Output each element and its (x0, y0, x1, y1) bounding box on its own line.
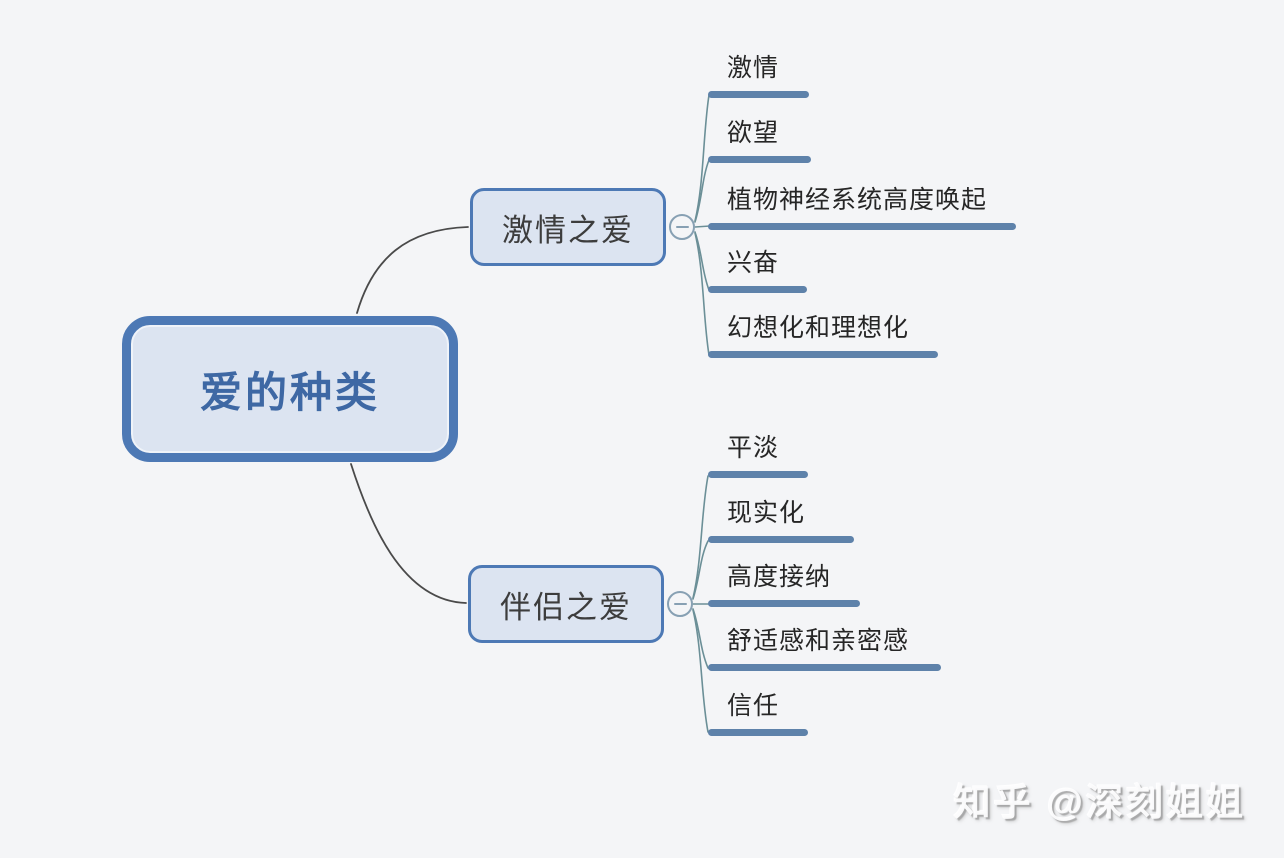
leaf-underline (708, 91, 809, 98)
leaf-node[interactable]: 兴奋 (708, 247, 807, 293)
leaf-underline (708, 351, 938, 358)
connector-branch1-leaf1 (692, 540, 709, 600)
leaf-label: 欲望 (727, 119, 780, 147)
connector-branch0-leaf0 (694, 94, 710, 222)
leaf-node[interactable]: 植物神经系统高度唤起 (708, 184, 1016, 230)
minus-icon (673, 603, 687, 605)
minus-icon (675, 226, 689, 228)
leaf-underline (708, 729, 808, 736)
zhihu-watermark: 知乎 @深刻姐姐 (953, 782, 1246, 823)
leaf-underline (708, 600, 860, 607)
connector-root-to-branch-1 (350, 463, 467, 604)
branch-node-label: 激情之爱 (502, 212, 634, 248)
root-node[interactable]: 爱的种类 (122, 316, 458, 462)
leaf-underline (708, 286, 807, 293)
leaf-label: 幻想化和理想化 (727, 314, 910, 342)
leaf-node[interactable]: 幻想化和理想化 (708, 312, 938, 358)
connector-root-to-branch-0 (356, 226, 469, 314)
leaf-label: 现实化 (727, 499, 806, 527)
leaf-node[interactable]: 平淡 (708, 432, 808, 478)
leaf-label: 信任 (727, 692, 780, 720)
leaf-node[interactable]: 现实化 (708, 497, 854, 543)
leaf-node[interactable]: 激情 (708, 52, 809, 98)
branch-node-companionate-love[interactable]: 伴侣之爱 (468, 565, 664, 643)
leaf-label: 激情 (727, 54, 780, 82)
leaf-label: 高度接纳 (727, 563, 832, 591)
leaf-node[interactable]: 欲望 (708, 117, 811, 163)
leaf-underline (708, 223, 1016, 230)
leaf-underline (708, 664, 941, 671)
connector-branch1-leaf3 (692, 608, 709, 669)
connector-branch0-leaf3 (694, 231, 710, 291)
leaf-label: 植物神经系统高度唤起 (727, 186, 988, 214)
connector-branch0-leaf1 (694, 159, 710, 223)
leaf-label: 兴奋 (727, 249, 780, 277)
collapse-toggle-branch-1[interactable] (667, 591, 693, 617)
branch-node-passionate-love[interactable]: 激情之爱 (470, 188, 666, 266)
branch-node-label: 伴侣之爱 (500, 589, 632, 625)
leaf-node[interactable]: 舒适感和亲密感 (708, 625, 941, 671)
root-node-label: 爱的种类 (199, 368, 380, 416)
connector-branch1-leaf4 (692, 609, 709, 733)
leaf-underline (708, 471, 808, 478)
connector-branch1-leaf0 (692, 475, 709, 599)
connector-branch0-leaf4 (694, 232, 710, 356)
collapse-toggle-branch-0[interactable] (669, 214, 695, 240)
leaf-underline (708, 156, 811, 163)
leaf-node[interactable]: 信任 (708, 690, 808, 736)
leaf-node[interactable]: 高度接纳 (708, 561, 860, 607)
leaf-label: 舒适感和亲密感 (727, 627, 910, 655)
leaf-label: 平淡 (727, 434, 780, 462)
leaf-underline (708, 536, 854, 543)
